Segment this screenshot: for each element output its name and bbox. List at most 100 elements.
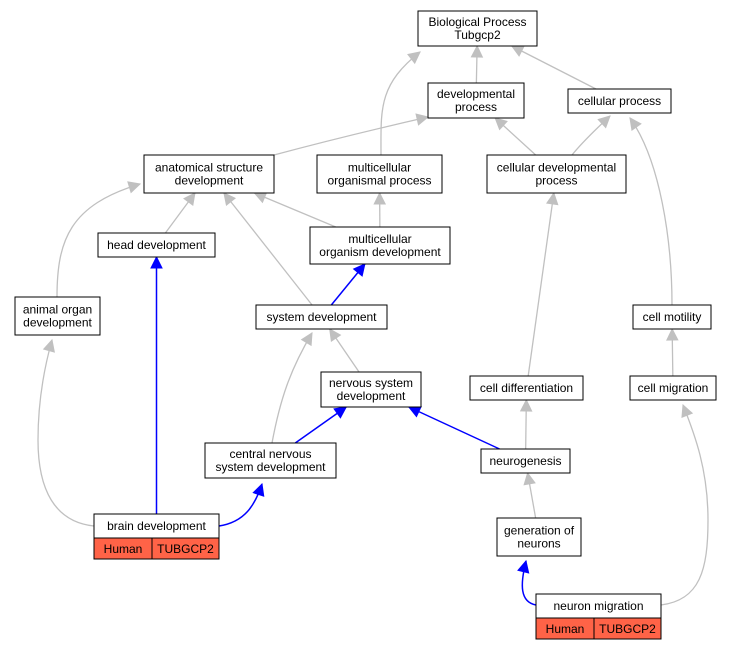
node-label: nervous system [329,376,413,390]
annotation-gene: TUBGCP2 [157,542,214,556]
edge-arrowhead [407,406,422,418]
edge-brain_dev-to-cns_dev [218,482,265,527]
edge-neurogenesis-to-cell_diff [519,398,533,450]
node-label: neurons [517,537,560,551]
edge-arrowhead [300,332,313,347]
edge-arrowhead [407,51,421,65]
node-label: anatomical structure [155,161,263,175]
edge-arrowhead [373,191,387,205]
annotation-gene: TUBGCP2 [599,622,656,636]
go-node-cell-migration[interactable]: cell migration [629,375,717,401]
edge-line [271,332,313,444]
edge-line [254,192,337,228]
node-box [629,375,717,401]
annotation-gene-cell [151,537,220,560]
edge-gen_neurons-to-neurogenesis [523,471,537,519]
node-label: system development [215,460,326,474]
node-label: development [23,316,92,330]
annotation-gene-cell [593,617,662,640]
node-box [309,226,451,265]
edge-brain_dev-to-head_dev [150,255,163,514]
edge-neuron_migration-to-cell_migration [660,403,709,606]
node-box [93,513,220,539]
node-box [143,154,275,194]
edge-arrowhead [470,44,484,58]
edge-line [380,51,421,156]
edge-multicell_org_dev-to-anat_struct_dev [253,191,337,228]
edge-multicell_org_dev-to-multicell_org_process [373,191,387,228]
edge-anat_struct_dev-to-dev_process [273,113,430,156]
node-label: organism development [319,245,441,259]
edge-arrowhead [42,338,55,353]
node-label: central nervous [229,447,311,461]
node-label: neuron migration [553,599,643,613]
edge-line [37,339,95,527]
node-box [316,154,443,194]
edge-cell_dev_process-to-cellular_process [571,115,611,156]
node-label: cell differentiation [480,381,573,395]
edge-arrowhead [333,406,348,419]
go-node-cellular-process[interactable]: cellular process [567,88,672,114]
edge-arrowhead [545,191,559,206]
node-box [496,517,582,557]
node-label: animal organ [23,303,92,317]
edge-arrowhead [253,191,268,204]
edge-arrowhead [127,181,142,194]
edge-dev_process-to-bp [470,44,484,84]
node-box [486,154,627,194]
node-box [632,304,712,330]
edge-animal_organ_dev-to-anat_struct_dev [56,181,142,298]
node-label: process [455,100,497,114]
edge-brain_dev-to-animal_organ_dev [37,338,95,527]
edge-arrowhead [183,192,196,206]
node-label: brain development [107,519,206,533]
go-node-neurogenesis[interactable]: neurogenesis [480,448,571,474]
edge-arrowhead [666,327,679,341]
node-box [567,88,672,114]
go-node-system-dev[interactable]: system development [255,304,388,330]
edge-arrowhead [415,113,430,126]
edge-cns_dev-to-system_dev [271,332,313,444]
node-label: cellular developmental [497,161,616,175]
node-label: development [175,174,244,188]
edge-neurogenesis-to-nervous_system_dev [407,406,500,450]
node-box [469,375,584,401]
node-label: process [535,174,577,188]
edge-cell_motility-to-cellular_process [629,117,673,306]
edge-line [273,116,429,156]
edge-arrowhead [223,192,237,206]
edge-arrowhead [523,471,536,486]
edge-line [660,404,709,606]
node-box [480,448,571,474]
edge-arrowhead [252,482,265,497]
node-label: system development [266,310,377,324]
go-node-cell-diff[interactable]: cell differentiation [469,375,584,401]
edge-neuron_migration-to-gen_neurons [517,559,537,606]
node-box [255,304,388,330]
annotation-species: Human [546,622,585,636]
edge-multicell_org_process-to-bp [380,51,421,156]
edge-arrowhead [150,255,163,269]
node-label: cell migration [638,381,709,395]
edge-cns_dev-to-nervous_system_dev [294,406,348,444]
edge-cell_dev_process-to-dev_process [494,117,537,156]
edge-arrowhead [352,263,366,277]
go-node-head-dev[interactable]: head development [97,232,216,258]
edge-line [511,45,597,90]
annotation-species: Human [104,542,143,556]
go-node-cell-motility[interactable]: cell motility [632,304,712,330]
edge-cell_migration-to-cell_motility [666,327,679,377]
